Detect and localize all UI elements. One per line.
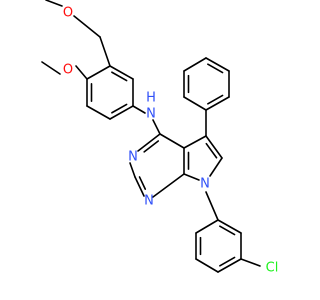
pyrrole-double-bond [205,142,218,159]
amine-nitrogen-label: N [146,107,156,122]
atom-labels: O O N H N N N Cl [63,6,278,276]
methoxy-bond [73,15,101,38]
chlorine-atom-label: Cl [266,261,279,276]
chlorophenyl-bond [217,258,242,273]
methyl-bond [45,0,63,7]
phenyl-bond [205,96,230,111]
chlorophenyl-double-bond [219,225,236,236]
bond-lines [41,0,261,273]
pyrrole-bond [183,173,200,181]
aryl-double-bond [111,103,128,114]
pyrimidine-nitrogen-label-bottom: N [144,194,154,209]
chlorophenyl-bond [195,258,219,273]
amine-bond [132,105,146,114]
methoxy-bond [75,65,88,80]
molecule-structure: O O N H N N N Cl [41,0,278,276]
pyrrole-bond [205,135,223,159]
phenyl-double-bond [207,94,224,105]
phenyl-bond [205,57,230,72]
amine-hydrogen-label: H [146,91,156,106]
pyrrole-bond [183,135,207,149]
phenyl-double-bond [207,63,224,74]
chlorophenyl-link-bond [205,191,219,221]
pyrimidine-bond [159,133,185,149]
pyrimidine-bond [129,162,136,178]
phenyl-bond [183,57,207,72]
aryl-bond [109,105,134,120]
oxygen-atom-label-methoxy-3: O [63,6,73,21]
chlorophenyl-bond [217,219,242,234]
pyrimidine-nitrogen-label-top: N [128,150,138,165]
pyrimidine-bond [134,176,145,197]
chlorophenyl-double-bond [219,256,236,267]
aryl-bond [109,65,134,80]
pyrimidine-double-bond [143,140,160,153]
chlorophenyl-bond [195,219,219,234]
pyrimidine-bond [152,173,185,198]
pyrrole-nitrogen-label: N [200,177,210,192]
aryl-double-bond [111,71,128,82]
methyl-bond [41,61,61,75]
methoxy-bond [99,36,111,67]
pyrimidine-double-bond [138,176,147,190]
molecule-diagram: O O N H N N N Cl [41,0,278,276]
aryl-bond [86,105,111,120]
pyrrole-bond [209,157,223,177]
amine-c4-bond [152,119,161,135]
oxygen-atom-label-methoxy-4: O [63,63,73,78]
pyrimidine-bond [137,133,161,152]
chlorine-bond [240,258,261,267]
aryl-bond [86,65,111,80]
phenyl-bond [183,96,207,111]
